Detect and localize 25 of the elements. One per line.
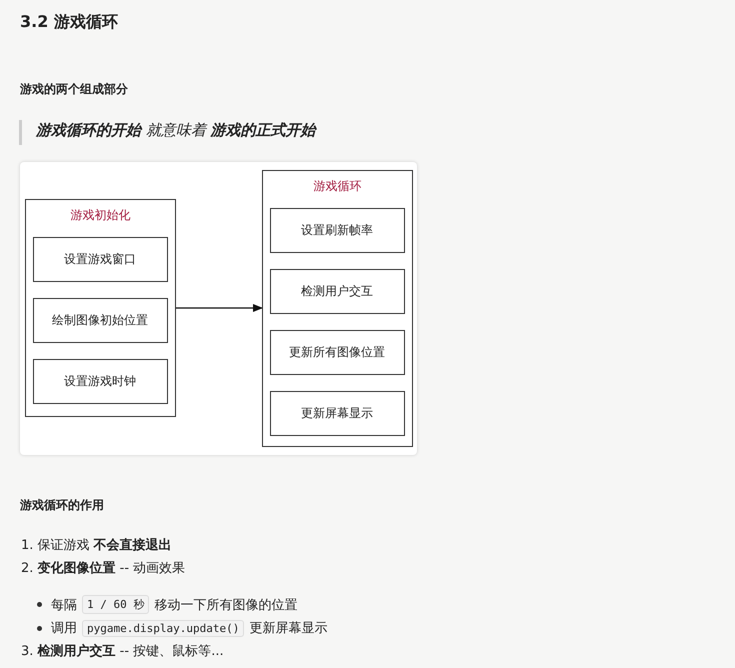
process-box: 设置游戏窗口 [32,236,168,282]
code-span: 1 / 60 秒 [82,595,150,614]
list-text: 更新屏幕显示 [249,620,328,637]
group-box [262,170,413,447]
process-box: 绘制图像初始位置 [32,298,168,342]
list-item: 2. 变化图像位置 -- 动画效果 [21,560,186,577]
section-heading: 游戏循环的作用 [20,497,104,514]
list-text: 每隔 [51,596,77,614]
list-text: 移动一下所有图像的位置 [154,596,298,614]
process-box: 设置游戏时钟 [32,358,168,404]
process-box: 检测用户交互 [270,268,404,314]
process-box: 更新屏幕显示 [270,390,404,436]
process-box: 更新所有图像位置 [270,330,404,374]
group-heading: 游戏初始化 [70,207,132,224]
process-box: 设置刷新帧率 [270,208,404,252]
list-item: 1. 保证游戏 不会直接退出 [21,536,172,554]
list-text: 调用 [51,620,77,637]
group-heading: 游戏循环 [312,178,362,195]
page-title: 3.2 游戏循环 [20,12,118,33]
list-item: 3. 检测用户交互 -- 按键、鼠标等... [21,642,224,660]
quote-text: 游戏循环的开始 就意味着 游戏的正式开始 [36,121,316,140]
group-box [25,199,176,417]
arrow [176,304,263,312]
section-heading: 游戏的两个组成部分 [20,81,128,98]
code-span: pygame.display.update() [82,620,244,636]
